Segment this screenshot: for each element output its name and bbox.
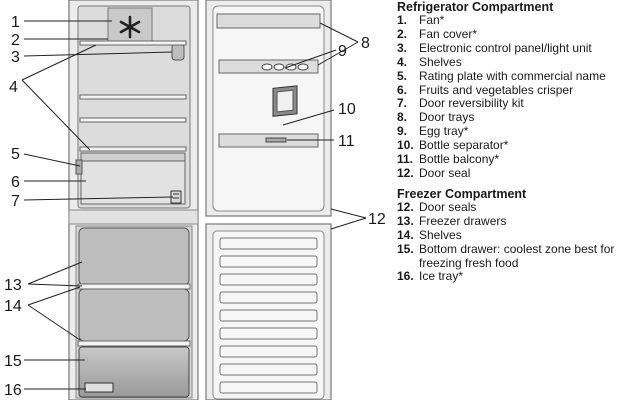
legend-item-text: Shelves <box>419 54 462 69</box>
callout-16: 16 <box>4 382 22 399</box>
callout-14: 14 <box>4 298 22 315</box>
legend-item-number: 1. <box>397 13 408 27</box>
callout-7: 7 <box>11 193 20 210</box>
legend-item: 6. Fruits and vegetables crisper <box>397 82 630 98</box>
legend-item: 12. Door seals <box>397 199 630 215</box>
legend: Refrigerator Compartment 1. Fan* 2. Fan co… <box>397 0 630 284</box>
callout-4: 4 <box>9 79 18 96</box>
legend-item-number: 13. <box>397 213 414 228</box>
egg-tray <box>261 63 309 71</box>
control-panel <box>171 43 185 61</box>
legend-item-text: Shelves <box>419 227 462 242</box>
legend-item-text: Electronic control panel/light unit <box>419 40 592 55</box>
legend-item-text: Door trays <box>419 110 475 125</box>
fridge-shelves <box>79 40 187 152</box>
legend-item-text: Bottle separator* <box>419 138 509 153</box>
callout-5: 5 <box>11 146 20 163</box>
freezer-drawer-2 <box>78 288 190 342</box>
refrigerator-compartment-title: Refrigerator Compartment <box>397 0 554 14</box>
freezer-legend-list: 12. Door seals 13. Freezer drawers 14. Shel… <box>397 199 630 284</box>
callout-13: 13 <box>4 277 22 294</box>
legend-item-number: 2. <box>397 26 408 41</box>
legend-item-number: 12. <box>397 165 414 180</box>
legend-item-number: 4. <box>397 54 408 69</box>
fridge-diagram: 1 2 3 4 5 6 7 8 9 10 11 12 13 14 15 16 <box>4 0 386 400</box>
fan-icon <box>119 15 141 39</box>
bottle-balcony <box>265 137 287 143</box>
legend-item: 11. Bottle balcony* <box>397 152 630 167</box>
callout-12: 12 <box>368 211 386 228</box>
callout-9: 9 <box>338 43 347 60</box>
legend-item-text: Egg tray* <box>419 124 469 139</box>
legend-item: 9. Egg tray* <box>397 124 630 139</box>
callout-11: 11 <box>338 133 355 150</box>
compartment-divider <box>68 209 199 225</box>
legend-item: 15. Bottom drawer: coolest zone best for … <box>397 241 630 271</box>
callout-3: 3 <box>11 49 20 66</box>
callout-15: 15 <box>4 353 22 370</box>
legend-item-text: Fruits and vegetables crisper <box>419 82 574 97</box>
legend-item-number: 9. <box>397 124 408 139</box>
legend-item: 10. Bottle separator* <box>397 138 630 153</box>
legend-item: 13. Freezer drawers <box>397 213 630 229</box>
legend-item-text: Door seals <box>419 199 477 214</box>
legend-item: 3. Electronic control panel/light unit <box>397 40 630 56</box>
legend-item: 12. Door seal <box>397 165 630 181</box>
callout-6: 6 <box>11 174 20 191</box>
legend-item-number: 14. <box>397 227 414 242</box>
legend-item-text: Rating plate with commercial name <box>419 68 606 83</box>
legend-item-text: Bottle balcony* <box>419 152 500 167</box>
legend-item-number: 10. <box>397 138 414 153</box>
legend-item: 1. Fan* <box>397 13 630 28</box>
legend-item-number: 7. <box>397 96 408 111</box>
legend-item: 2. Fan cover* <box>397 26 630 42</box>
legend-item-text: Fan* <box>419 13 445 27</box>
legend-item-text: Ice tray* <box>419 269 464 284</box>
legend-item-number: 5. <box>397 68 408 83</box>
legend-item: 14. Shelves <box>397 227 630 243</box>
callout-2: 2 <box>11 32 20 49</box>
callout-8: 8 <box>361 35 370 52</box>
freezer-compartment-title: Freezer Compartment <box>397 186 527 201</box>
fridge-door <box>205 0 332 400</box>
legend-item-number: 11. <box>397 152 414 167</box>
legend-item-text: Door seal <box>419 165 471 180</box>
legend-item: 5. Rating plate with commercial name <box>397 68 630 84</box>
legend-item-number: 6. <box>397 82 408 97</box>
legend-item-text: Freezer drawers <box>419 213 507 228</box>
callout-numbers: 1 2 3 4 5 6 7 8 9 10 11 12 13 14 15 16 <box>4 14 386 399</box>
legend-item-number: 3. <box>397 40 408 55</box>
bottle-separator <box>272 85 298 117</box>
ice-tray <box>84 382 114 393</box>
legend-item: 4. Shelves <box>397 54 630 70</box>
legend-item-number: 12. <box>397 199 414 214</box>
rating-plate <box>75 159 83 175</box>
legend-item: 7. Door reversibility kit <box>397 97 630 111</box>
legend-item: 16. Ice tray* <box>397 270 630 284</box>
fridge-body <box>68 0 199 400</box>
refrigerator-legend-list: 1. Fan* 2. Fan cover* 3. Electronic control… <box>397 13 630 181</box>
legend-item: 8. Door trays <box>397 110 630 125</box>
legend-item-text: Fan cover* <box>419 26 478 41</box>
callout-10: 10 <box>338 101 356 118</box>
freezer-door-ridges <box>219 237 318 394</box>
legend-item-number: 16. <box>397 269 414 284</box>
callout-1: 1 <box>11 14 20 31</box>
leader-lines <box>21 20 367 390</box>
freezer-drawer-1 <box>78 227 190 286</box>
legend-item-number: 8. <box>397 110 408 125</box>
legend-item-number: 15. <box>397 241 414 256</box>
legend-item-text: Door reversibility kit <box>419 96 524 111</box>
legend-item-text: Bottom drawer: coolest zone best for fre… <box>419 241 615 270</box>
